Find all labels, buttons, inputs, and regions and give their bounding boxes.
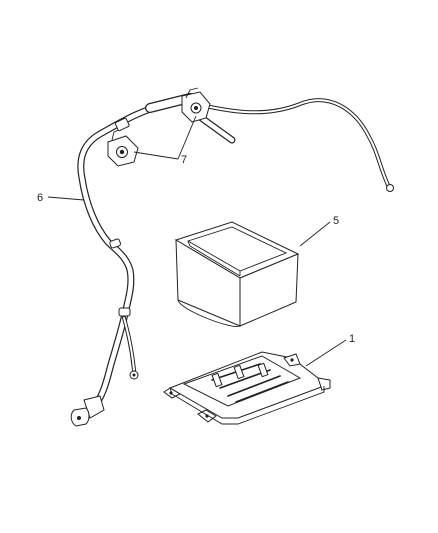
leader-lines bbox=[47, 115, 347, 367]
battery-terminals bbox=[107, 87, 211, 167]
tray-tab-right bbox=[317, 377, 331, 391]
cable-clip-lower bbox=[118, 307, 131, 317]
callout-5: 5 bbox=[333, 215, 339, 227]
battery-side bbox=[239, 253, 299, 327]
leader-1 bbox=[305, 339, 347, 367]
leader-7b bbox=[177, 115, 197, 160]
callout-1: 1 bbox=[349, 333, 355, 345]
ring-terminal-right bbox=[386, 184, 394, 192]
cable-junction bbox=[114, 117, 130, 132]
cable-clip-upper bbox=[109, 238, 122, 249]
callout-7: 7 bbox=[181, 154, 187, 166]
battery bbox=[174, 221, 300, 327]
battery-tray bbox=[163, 351, 331, 425]
leader-6 bbox=[47, 196, 85, 201]
callout-6: 6 bbox=[37, 192, 43, 204]
leader-5 bbox=[299, 221, 331, 247]
leader-7a bbox=[133, 151, 179, 160]
